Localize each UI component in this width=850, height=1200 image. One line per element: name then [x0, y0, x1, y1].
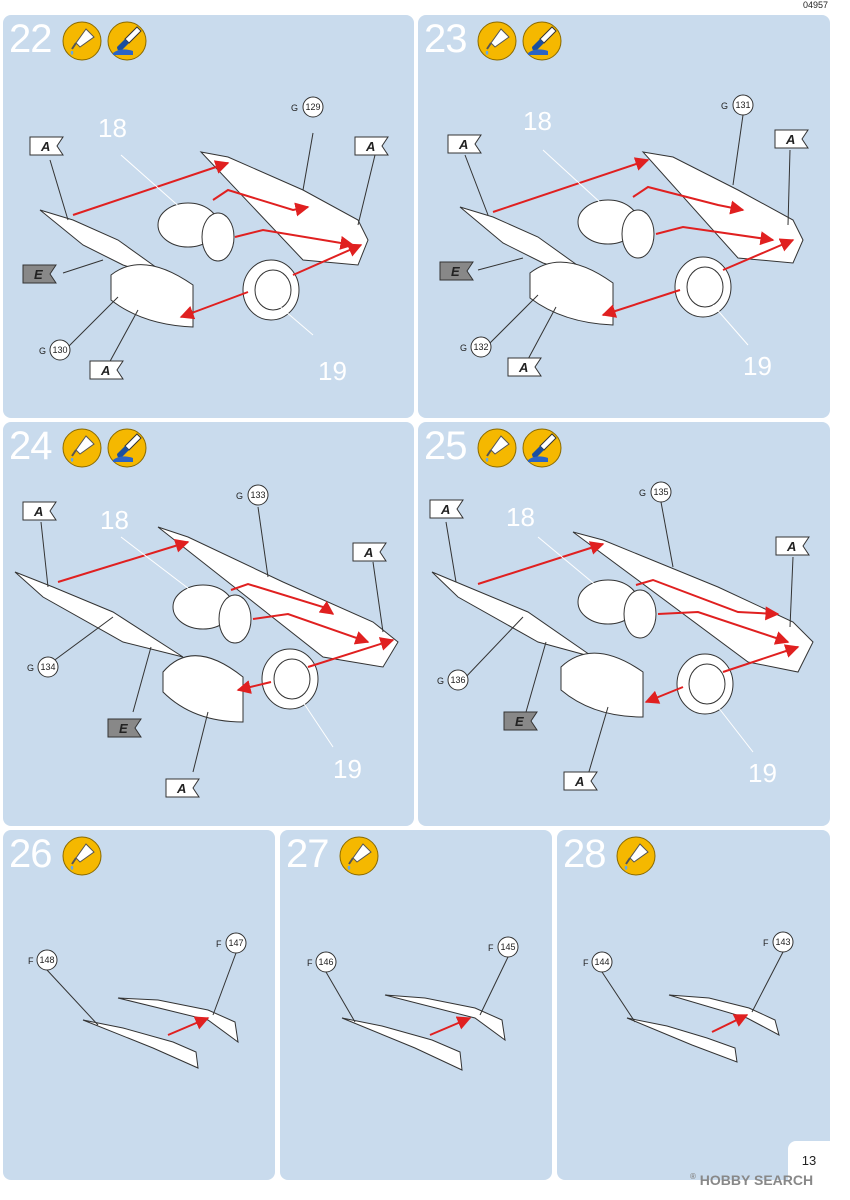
svg-text:F: F: [583, 958, 589, 968]
step-25-panel: 25 18 19 G 135 G 136 A A: [418, 422, 830, 826]
step-number: 26: [9, 832, 52, 876]
svg-text:E: E: [515, 714, 524, 729]
svg-text:A: A: [100, 363, 110, 378]
svg-text:E: E: [451, 264, 460, 279]
page-number: 13: [788, 1141, 830, 1181]
watermark: ® HOBBY SEARCH: [690, 1172, 813, 1188]
step-number: 24: [9, 424, 52, 468]
step-27-panel: 27 F 146 F 145: [280, 830, 552, 1180]
part-19-label: 19: [318, 356, 347, 386]
svg-text:G: G: [639, 488, 646, 498]
part-18-label: 18: [506, 502, 535, 532]
step-28-panel: 28 F 144 F 143: [557, 830, 830, 1180]
svg-text:A: A: [363, 545, 373, 560]
step-26-panel: 26 F 148 F 147: [3, 830, 275, 1180]
part-g-top: 135: [653, 487, 668, 497]
assembly-drawing: F 144 F 143: [583, 931, 794, 1063]
svg-text:A: A: [40, 139, 50, 154]
svg-text:F: F: [28, 956, 34, 966]
part-18-label: 18: [98, 113, 127, 143]
svg-text:F: F: [216, 939, 222, 949]
part-f-left: 144: [594, 957, 609, 967]
svg-text:A: A: [365, 139, 375, 154]
watermark-text: HOBBY SEARCH: [699, 1172, 814, 1188]
svg-text:A: A: [458, 137, 468, 152]
step-23-panel: 23 18 19 G 131 G 132 A A: [418, 15, 830, 418]
step-22-panel: 22 18: [3, 15, 414, 418]
step-number: 23: [424, 17, 467, 61]
svg-text:F: F: [763, 938, 769, 948]
svg-text:A: A: [574, 774, 584, 789]
svg-text:G: G: [721, 101, 728, 111]
part-g-bottom: 134: [40, 662, 55, 672]
assembly-drawing: F 148 F 147: [28, 932, 247, 1069]
svg-text:A: A: [176, 781, 186, 796]
svg-text:A: A: [33, 504, 43, 519]
part-g-top: 131: [735, 100, 750, 110]
part-g-bottom: 136: [450, 675, 465, 685]
watermark-mark: ®: [690, 1172, 696, 1181]
svg-text:E: E: [119, 721, 128, 736]
assembly-drawing: 18 19 G 131 G 132 A A A E: [439, 94, 809, 381]
svg-text:E: E: [34, 267, 43, 282]
assembly-drawing: 18 19 G 135 G 136 A A A E: [429, 481, 814, 791]
assembly-drawing: 18 19 G 129 G 130 A A A E: [22, 96, 389, 386]
step-number: 28: [563, 832, 606, 876]
part-f-right: 143: [775, 937, 790, 947]
svg-text:A: A: [518, 360, 528, 375]
svg-text:F: F: [307, 958, 313, 968]
assembly-drawing: F 146 F 145: [307, 936, 519, 1071]
svg-text:A: A: [786, 539, 796, 554]
step-24-panel: 24 18 19 G 133 G 134 A A: [3, 422, 414, 826]
svg-text:G: G: [236, 491, 243, 501]
part-g-bottom: 132: [473, 342, 488, 352]
part-g-top: 133: [250, 490, 265, 500]
svg-text:F: F: [488, 943, 494, 953]
assembly-drawing: 18 19 G 133 G 134 A A A E: [14, 484, 399, 798]
svg-text:G: G: [291, 103, 298, 113]
part-19-label: 19: [333, 754, 362, 784]
step-number: 27: [286, 832, 329, 876]
part-g-bottom: 130: [52, 345, 67, 355]
svg-text:G: G: [39, 346, 46, 356]
step-number: 22: [9, 17, 52, 61]
part-f-right: 145: [500, 942, 515, 952]
part-f-left: 148: [39, 955, 54, 965]
svg-text:G: G: [27, 663, 34, 673]
svg-text:G: G: [437, 676, 444, 686]
part-19-label: 19: [743, 351, 772, 381]
svg-text:G: G: [460, 343, 467, 353]
part-f-right: 147: [228, 938, 243, 948]
svg-text:A: A: [440, 502, 450, 517]
kit-code: 04957: [802, 0, 828, 10]
part-18-label: 18: [523, 106, 552, 136]
step-number: 25: [424, 424, 467, 468]
part-f-left: 146: [318, 957, 333, 967]
part-g-top: 129: [305, 102, 320, 112]
svg-text:A: A: [785, 132, 795, 147]
part-18-label: 18: [100, 505, 129, 535]
part-19-label: 19: [748, 758, 777, 788]
